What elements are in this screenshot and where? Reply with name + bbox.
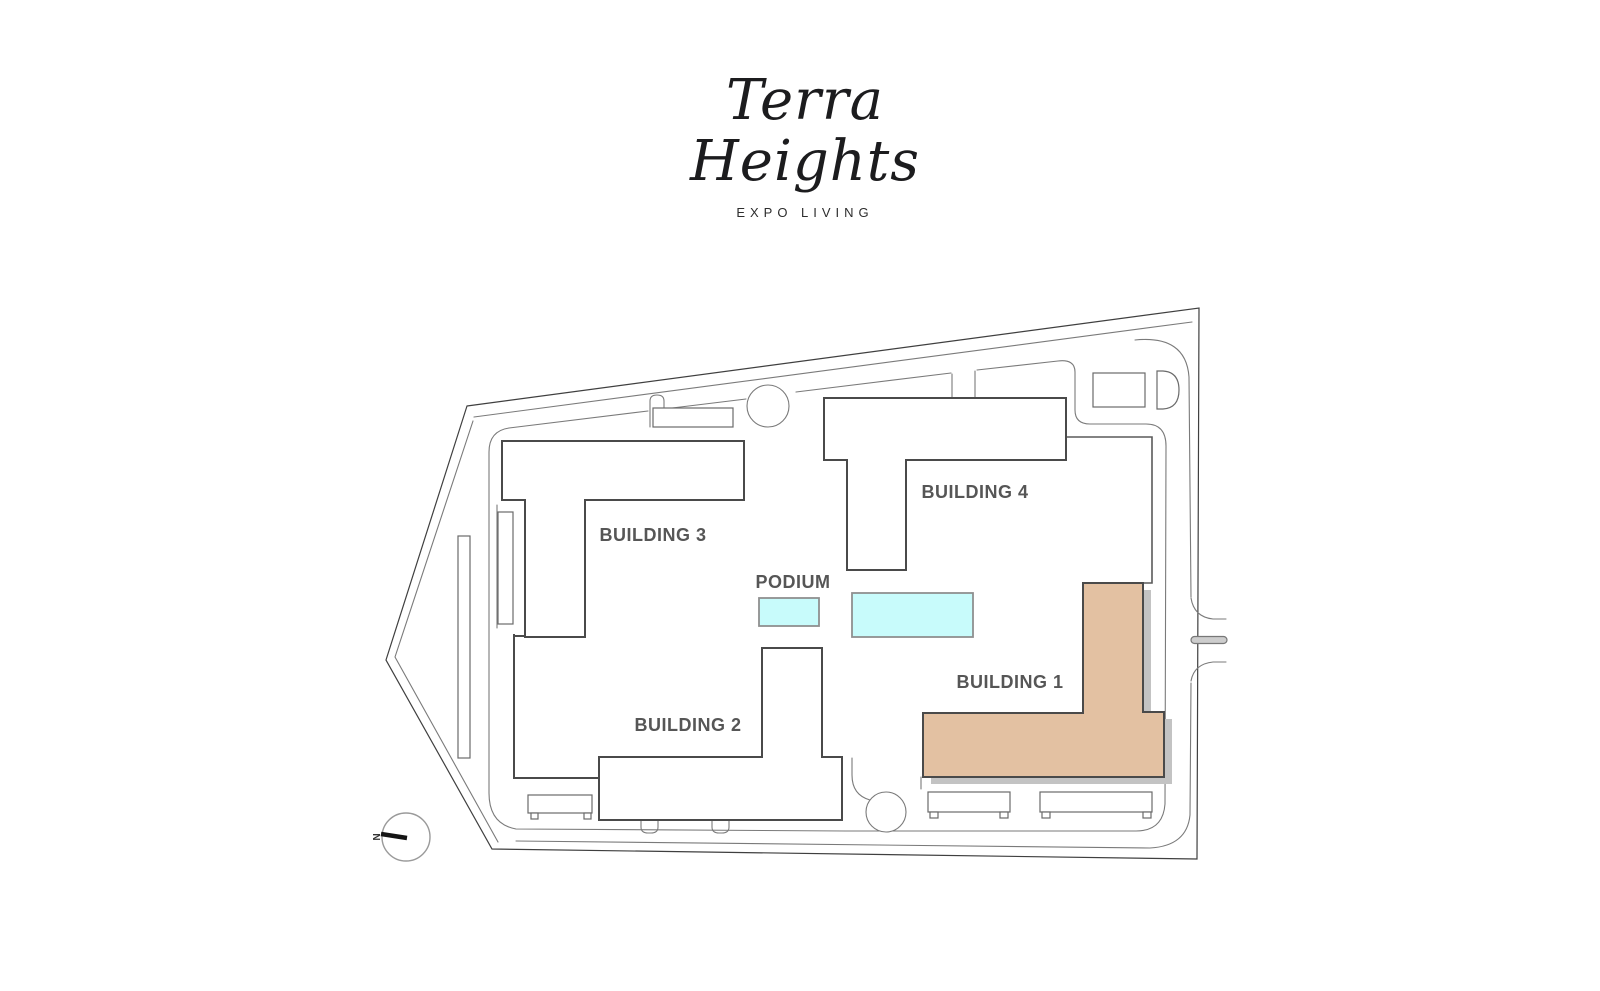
canopy-foot [1041,811,1051,819]
building-3-footprint[interactable] [501,440,745,638]
canopy-foot [999,811,1009,819]
canopy-bottom-mid [927,791,1011,813]
road-gap-curve-a [851,757,871,801]
podium-label: PODIUM [756,572,831,592]
road-top-edge-c [795,372,952,393]
building-3-label: BUILDING 3 [599,525,706,545]
canopy-foot [583,812,592,820]
service-structure-d [1156,370,1180,410]
building-4-label: BUILDING 4 [921,482,1028,502]
pool-small [758,597,820,627]
podium-pools [758,592,974,638]
brand-logo: Terra Heights EXPO LIVING [0,70,1600,220]
podium-edge-left [513,634,598,779]
roundabout-bottom [865,791,907,833]
canopy-top [652,407,734,428]
planter-strip-lower [457,535,471,759]
building-1-label: BUILDING 1 [956,672,1063,692]
road-outer-right-upper [1134,338,1192,598]
road-outer-right-lower [515,682,1192,849]
entrance-curve-bottom [1190,661,1227,682]
roundabout-top [746,384,790,428]
building-4-footprint[interactable] [823,397,1067,571]
road-top-edge-a [508,410,649,429]
canopy-foot [1142,811,1152,819]
compass-north-label: N [370,833,381,840]
building-footprints [501,397,1165,821]
planter-strip-upper [497,511,514,625]
boundary-parallel-top [473,321,1193,418]
building-2-footprint[interactable] [598,647,843,821]
plan-labels: BUILDING 3 BUILDING 4 BUILDING 2 BUILDIN… [599,482,1063,735]
entrance-median [1190,635,1228,645]
service-structure [1092,372,1146,408]
canopy-foot [530,812,539,820]
canopy-foot [929,811,939,819]
brand-title-line2: Heights [689,129,921,194]
site-boundary [385,307,1200,860]
site-structures [457,370,1228,820]
podium-edge-right [1066,436,1153,584]
road-top-edge-b [663,398,747,410]
brand-title-line1: Terra [725,68,885,133]
boundary-parallel-left [394,420,499,843]
road-network [394,321,1227,849]
driveway-stub-a [640,819,659,834]
brand-tagline: EXPO LIVING [736,205,874,220]
entrance-curve-top [1190,597,1227,620]
compass-needle [380,831,408,841]
site-boundary-line [385,307,1200,860]
road-loop-inner [488,360,1167,832]
driveway-stub-b [711,819,730,834]
canopy-bottom-right [1039,791,1153,813]
pool-large [851,592,974,638]
canopy-bottom-left [527,794,593,814]
compass: N [370,812,431,862]
building-2-label: BUILDING 2 [634,715,741,735]
road-entry-lines-building4 [951,370,976,398]
canopy-stub-top [649,394,665,428]
building-1-footprint[interactable] [922,582,1165,778]
